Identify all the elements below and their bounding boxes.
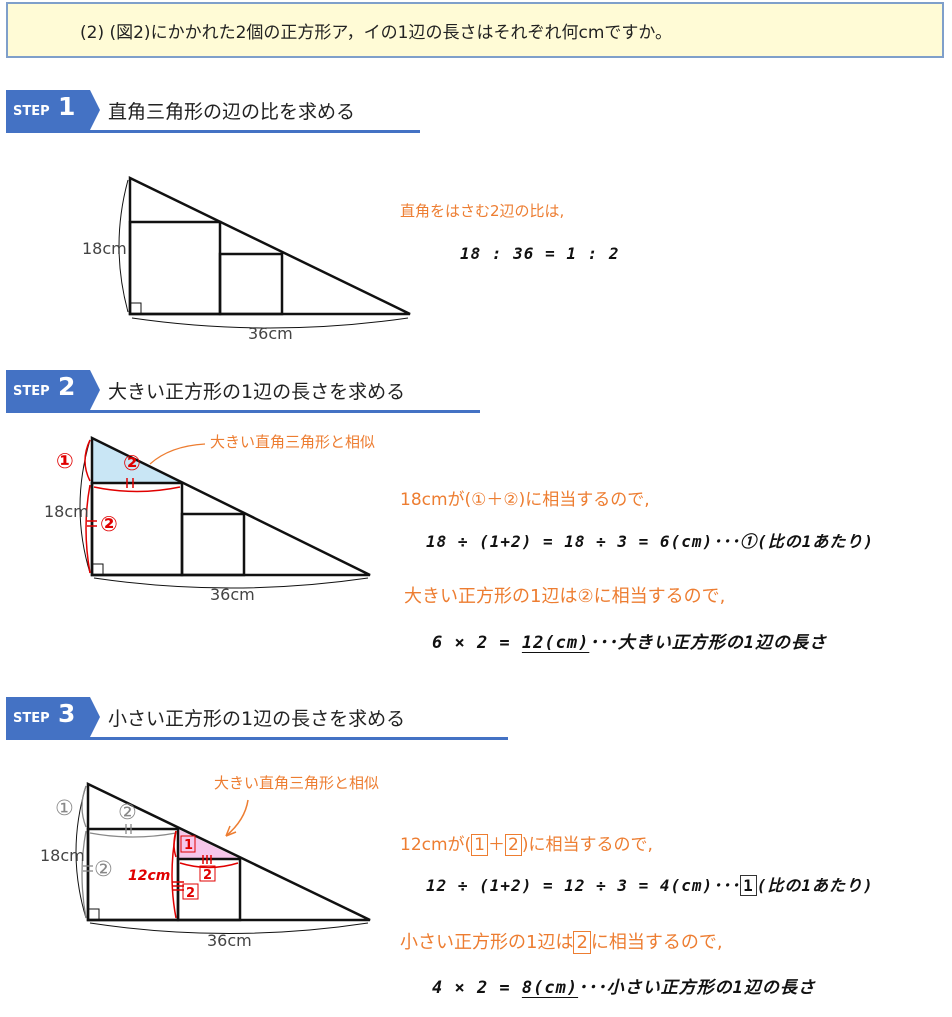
step-3-note-1-pre: 12cmが( — [400, 835, 472, 855]
height-label: 18cm — [82, 239, 127, 258]
step-2-number: 2 — [58, 372, 76, 401]
step-2-title: 大きい正方形の1辺の長さを求める — [108, 381, 406, 403]
step-3-note-2-pre: 小さい正方形の1辺は — [400, 932, 574, 953]
step-1-badge: STEP 1 — [6, 90, 100, 130]
base-label: 36cm — [207, 931, 252, 950]
gray-mark-2-side: ② — [94, 857, 113, 881]
step-1-title: 直角三角形の辺の比を求める — [108, 101, 356, 123]
step-2-calc-1: 18 ÷ (1+2) = 18 ÷ 3 = 6(cm)･･･①(比の1あたり) — [426, 532, 874, 551]
similar-label: 大きい直角三角形と相似 — [210, 433, 375, 451]
base-label: 36cm — [210, 585, 255, 604]
step-3-label: STEP — [13, 711, 50, 726]
gray-side-brace — [81, 830, 87, 919]
step-3-calc-1-expr: 12 ÷ (1+2) = 12 ÷ 3 = 4(cm)･･･ — [426, 876, 741, 895]
small-square — [180, 512, 246, 577]
step-1-number: 1 — [58, 92, 76, 121]
height-label: 18cm — [40, 846, 85, 865]
box-1-label: 1 — [184, 838, 193, 853]
step-2-calc-2: 6 × 2 = 12(cm)･･･大きい正方形の1辺の長さ — [432, 628, 827, 653]
step-1-label: STEP — [13, 104, 50, 119]
step-3-calc-1-note: (比の1あたり) — [756, 876, 874, 895]
right-angle-mark — [129, 302, 142, 315]
step-3-note-1-plus: ＋ — [488, 835, 505, 855]
step-3-calc-2: 4 × 2 = 8(cm)･･･小さい正方形の1辺の長さ — [432, 973, 816, 998]
step-2-note-2: 大きい正方形の1辺は②に相当するので, — [404, 586, 726, 607]
red-top-brace — [173, 830, 177, 858]
question-box: (2) (図2)にかかれた2個の正方形ア，イの1辺の長さはそれぞれ何cmですか。 — [6, 2, 944, 58]
step-3-calc-2-note: ･･･小さい正方形の1辺の長さ — [578, 978, 816, 998]
step-2-note-1: 18cmが(①＋②)に相当するので, — [400, 490, 650, 510]
similar-label: 大きい直角三角形と相似 — [214, 774, 379, 792]
height-brace — [118, 179, 129, 313]
step-3-note-1: 12cmが(1＋2)に相当するので, — [400, 830, 653, 856]
step-2-answer: 12(cm) — [521, 633, 590, 653]
box-2-frame-a — [199, 865, 216, 882]
question-text: (2) (図2)にかかれた2個の正方形ア，イの1辺の長さはそれぞれ何cmですか。 — [80, 23, 673, 43]
similar-arrow-head — [225, 825, 237, 837]
gray-top-square-brace — [89, 832, 177, 838]
gray-mark-2-top: ② — [118, 800, 137, 824]
small-height-label: 12cm — [128, 868, 170, 884]
step-3-calc-1: 12 ÷ (1+2) = 12 ÷ 3 = 4(cm)･･･1(比の1あたり) — [426, 872, 874, 896]
mark-2-top: ② — [123, 451, 141, 475]
step-2-label: STEP — [13, 384, 50, 399]
red-bottom-brace — [179, 862, 239, 869]
step-2-badge: STEP 2 — [6, 370, 100, 410]
top-segment-brace — [84, 439, 91, 482]
box-2-label-b: 2 — [186, 886, 195, 901]
step-3-note-1-box-2: 2 — [505, 834, 522, 856]
step-3-note-1-box-1: 1 — [471, 834, 488, 856]
step-2-calc-2-note: ･･･大きい正方形の1辺の長さ — [589, 633, 828, 653]
step-3-calc-2-expr: 4 × 2 = — [432, 978, 522, 998]
step-1-underline — [6, 130, 420, 133]
height-label: 18cm — [44, 502, 89, 521]
step-2-underline — [6, 410, 480, 413]
base-brace — [93, 577, 369, 589]
step-3-note-2-box: 2 — [573, 931, 591, 954]
mark-1: ① — [56, 449, 74, 473]
step-3-calc-1-box: 1 — [740, 875, 757, 896]
gray-mark-1: ① — [55, 796, 74, 820]
step-3-number: 3 — [58, 699, 76, 728]
gray-top-brace — [81, 785, 87, 828]
step-3-badge: STEP 3 — [6, 697, 100, 737]
step-2-calc-2-expr: 6 × 2 = — [432, 633, 522, 653]
step-1-note: 直角をはさむ2辺の比は, — [400, 202, 565, 220]
small-square — [218, 252, 284, 316]
step-3-title: 小さい正方形の1辺の長さを求める — [108, 708, 406, 730]
step-3-note-2-post: に相当するので, — [590, 932, 723, 953]
base-brace — [89, 922, 369, 934]
top-square-brace — [93, 486, 181, 493]
box-1-frame — [180, 835, 196, 853]
box-2-frame-b — [182, 883, 199, 900]
step-3-underline — [6, 737, 508, 740]
similar-pointer — [149, 443, 206, 465]
step-3-note-1-post: )に相当するので, — [521, 835, 653, 855]
box-2-label-a: 2 — [203, 868, 212, 883]
base-label: 36cm — [248, 324, 293, 343]
similar-arrow — [225, 799, 249, 837]
square-side-brace — [85, 484, 91, 574]
mark-2-side: ② — [100, 512, 118, 536]
right-angle-mark — [87, 908, 100, 921]
step-1-ratio: 18 : 36 = 1 : 2 — [460, 244, 620, 263]
step-3-answer: 8(cm) — [521, 978, 579, 998]
base-brace — [131, 317, 409, 329]
right-angle-mark — [91, 563, 104, 576]
